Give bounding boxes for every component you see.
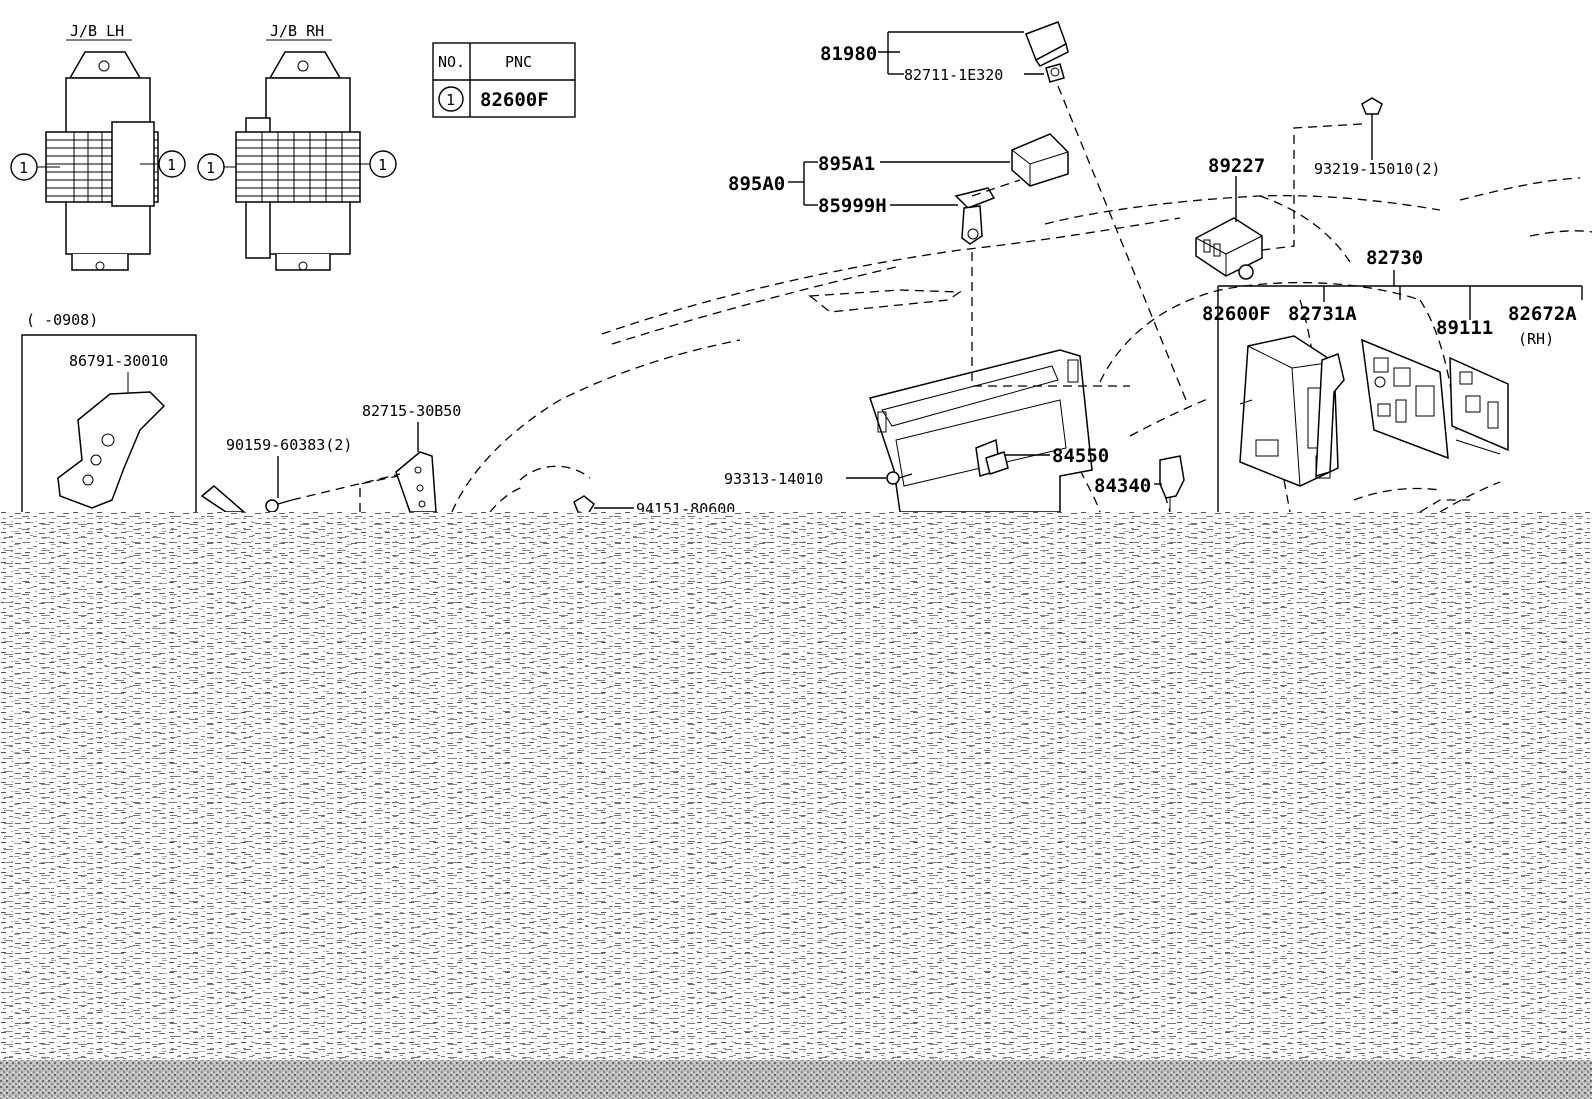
dashboard-outline [451, 177, 1592, 513]
callout-90159: 90159-60383(2) [226, 436, 352, 454]
bracket-part-label: 86791-30010 [69, 352, 168, 370]
jb-lh-inset: J/B LH 1 1 [10, 22, 186, 271]
callout-93313: 93313-14010 [724, 470, 823, 488]
callout-89111: 89111 [1436, 317, 1493, 339]
ref-circle-lh-right: 1 [167, 156, 176, 174]
bracket-82715-group: 82715-30B50 90159-60383(2) [200, 402, 461, 513]
relay-89227-group: 89227 93219-15010(2) [1195, 97, 1440, 280]
sensor-895a-group: 895A0 895A1 85999H [728, 133, 1130, 387]
table-row-no: 1 [446, 91, 455, 109]
callout-82731A: 82731A [1288, 303, 1357, 325]
jb-rh-inset: J/B RH 1 1 [197, 22, 397, 271]
switch-84550-group: 84550 93313-14010 84340 [724, 438, 1185, 512]
callout-81980: 81980 [820, 43, 877, 65]
callout-82672A-note: (RH) [1518, 330, 1554, 348]
table-row-pnc: 82600F [480, 89, 549, 111]
legend-table: NO. PNC 1 82600F [432, 42, 576, 118]
bracket-86791-shape [57, 391, 166, 509]
table-header-pnc: PNC [505, 53, 532, 71]
callout-895A0: 895A0 [728, 173, 785, 195]
bracket-inset: ( -0908) 86791-30010 [21, 311, 197, 512]
callout-895A1: 895A1 [818, 153, 875, 175]
date-range-label: ( -0908) [26, 311, 98, 329]
jb-rh-title: J/B RH [270, 22, 324, 40]
callout-82672A: 82672A [1508, 303, 1577, 325]
callout-82730: 82730 [1366, 247, 1423, 269]
jb-lh-title: J/B LH [70, 22, 124, 40]
table-header-no: NO. [438, 53, 465, 71]
callout-85999H: 85999H [818, 195, 887, 217]
ref-circle-rh-right: 1 [378, 156, 387, 174]
noise-region [0, 512, 1592, 1099]
callout-84550: 84550 [1052, 445, 1109, 467]
relay-81980: 81980 82711-1E320 [820, 21, 1187, 401]
control-board-89111 [1361, 338, 1449, 460]
callout-93219: 93219-15010(2) [1314, 160, 1440, 178]
junction-block-82730-group: 82730 82600F 82731A 89111 82672A (RH) [1202, 247, 1583, 513]
callout-82715: 82715-30B50 [362, 402, 461, 420]
callout-82600F: 82600F [1202, 303, 1271, 325]
board-82672A [1449, 356, 1509, 452]
center-console-frame [869, 349, 1093, 513]
ref-circle-lh-left: 1 [19, 159, 28, 177]
callout-89227: 89227 [1208, 155, 1265, 177]
ref-circle-rh-left: 1 [206, 159, 215, 177]
callout-84340: 84340 [1094, 475, 1151, 497]
callout-82711: 82711-1E320 [904, 66, 1003, 84]
